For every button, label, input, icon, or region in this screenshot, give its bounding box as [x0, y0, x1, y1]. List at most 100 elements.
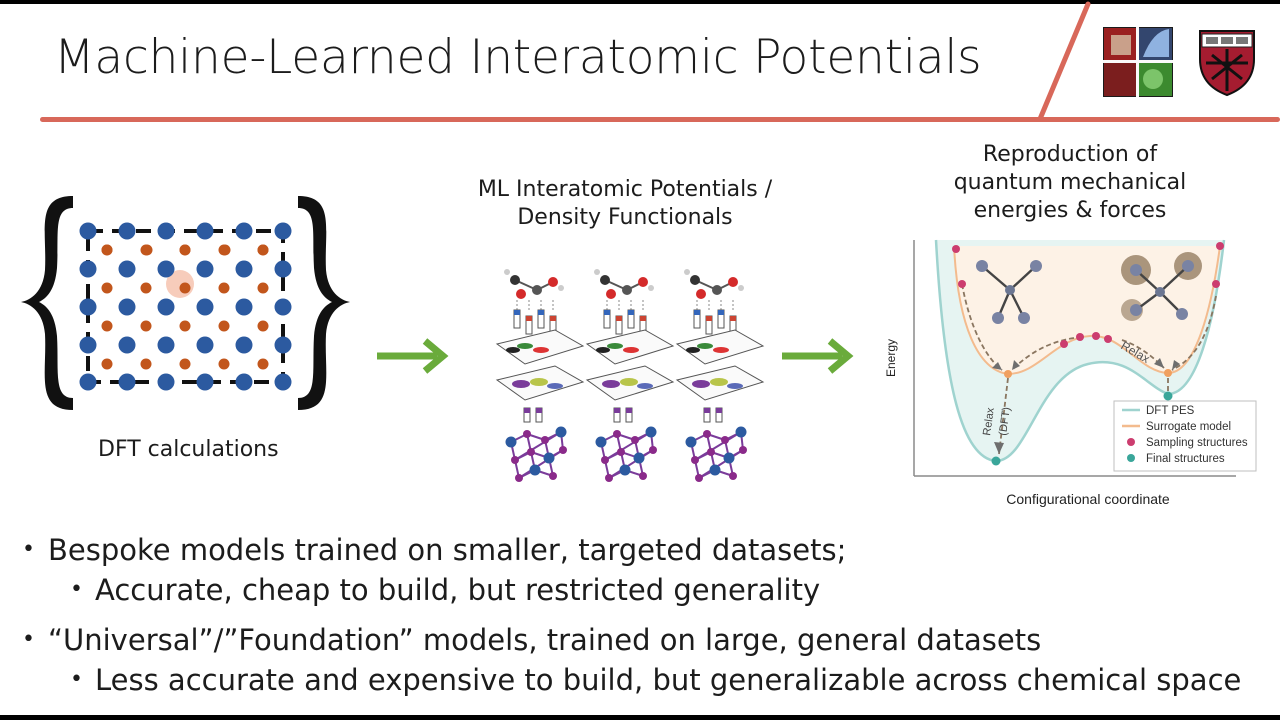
blue-atom — [79, 298, 97, 316]
orange-atom — [257, 358, 269, 370]
reproduction-label-line-3: energies & forces — [973, 198, 1167, 223]
reproduction-label: Reproduction of quantum mechanical energ… — [945, 141, 1195, 225]
blue-atom — [118, 260, 136, 278]
right-brace — [298, 196, 350, 410]
pes-plot: Energy Configurational coordinate Relax … — [884, 239, 1257, 507]
arrowhead-icon — [1012, 360, 1020, 370]
orange-atom — [140, 320, 152, 332]
bullet-icon: • — [22, 627, 35, 652]
orange-atom — [179, 244, 191, 256]
blue-atom — [235, 222, 253, 240]
dft-label: DFT calculations — [98, 437, 279, 462]
blue-atom — [157, 336, 175, 354]
ml-label-line-1: ML Interatomic Potentials / — [477, 177, 773, 202]
arrow-right-icon — [782, 338, 854, 374]
sampling-point — [1060, 340, 1068, 348]
molecule-icon — [976, 260, 1042, 324]
dft-pes-curve — [934, 239, 1226, 463]
blue-atom — [79, 222, 97, 240]
bullet-list: • Bespoke models trained on smaller, tar… — [20, 530, 1260, 700]
surrogate-minimum — [1004, 370, 1012, 378]
x-axis-label: Configurational coordinate — [1006, 491, 1170, 507]
accent-slash — [1037, 1, 1091, 122]
arrowhead-icon — [1172, 360, 1180, 370]
bullet-item: • “Universal”/”Foundation” models, train… — [20, 620, 1260, 660]
blue-atom — [274, 373, 292, 391]
orange-atom — [101, 358, 113, 370]
bullet-text: Less accurate and expensive to build, bu… — [95, 663, 1242, 697]
legend-swatch-sampling — [1127, 438, 1135, 446]
orange-atom — [179, 358, 191, 370]
dft-lattice-diagram — [21, 196, 350, 410]
bullet-subitem: • Less accurate and expensive to build, … — [20, 660, 1260, 700]
blue-atom — [118, 373, 136, 391]
sampling-structures — [952, 242, 1224, 348]
blue-atom — [118, 336, 136, 354]
relax-dft-label-2: (DFT) — [997, 406, 1013, 436]
sampling-point — [1076, 333, 1084, 341]
surrogate-minimum — [1164, 369, 1172, 377]
blue-atom — [235, 336, 253, 354]
slide-title: Machine-Learned Interatomic Potentials — [54, 30, 982, 85]
arrowhead-icon — [1154, 358, 1164, 368]
ml-column — [585, 269, 675, 482]
legend-surrogate: Surrogate model — [1146, 421, 1231, 433]
relax-dft-label-1: Relax — [981, 406, 997, 436]
sampling-point — [1104, 335, 1112, 343]
pes-legend: DFT PES Surrogate model Sampling structu… — [1113, 400, 1257, 472]
ml-label-line-2: Density Functionals — [517, 205, 733, 230]
harvard-shield-icon — [1199, 30, 1255, 97]
sampling-point — [1092, 332, 1100, 340]
blue-atom — [157, 222, 175, 240]
orange-atom — [140, 358, 152, 370]
reproduction-label-line-1: Reproduction of — [982, 142, 1158, 167]
orange-atoms — [101, 244, 269, 370]
ml-potential-illustration — [495, 269, 765, 482]
legend-swatch-final — [1127, 454, 1135, 462]
bullet-item: • Bespoke models trained on smaller, tar… — [20, 530, 1260, 570]
blue-atom — [157, 260, 175, 278]
institute-logo — [1103, 27, 1173, 97]
orange-atom — [257, 320, 269, 332]
bullet-icon: • — [70, 667, 83, 692]
blue-atom — [79, 260, 97, 278]
blue-atom — [79, 336, 97, 354]
orange-atom — [141, 244, 153, 256]
orange-atom — [179, 320, 191, 332]
legend-final: Final structures — [1146, 453, 1225, 465]
molecule-orbital-icon — [1121, 252, 1202, 321]
ml-column — [675, 269, 765, 482]
orange-atom — [257, 282, 269, 294]
title-underline — [40, 117, 1280, 122]
bullet-text: Accurate, cheap to build, but restricted… — [95, 573, 821, 607]
blue-atom — [235, 373, 253, 391]
arrow-right-icon — [377, 338, 449, 374]
orange-atom — [179, 282, 191, 294]
sampling-point — [1216, 242, 1224, 250]
orange-atom — [101, 282, 113, 294]
blue-atom — [157, 298, 175, 316]
blue-atom — [196, 373, 214, 391]
orange-atom — [219, 244, 231, 256]
legend-sampling: Sampling structures — [1146, 437, 1248, 449]
bullet-icon: • — [22, 537, 35, 562]
blue-atom — [79, 373, 97, 391]
final-structure-point — [991, 456, 1001, 466]
surrogate-fill — [954, 246, 1220, 374]
orange-atom — [257, 244, 269, 256]
sampling-point — [958, 280, 966, 288]
blue-atom — [118, 298, 136, 316]
blue-atom — [196, 260, 214, 278]
blue-atoms — [79, 222, 292, 391]
blue-atom — [196, 298, 214, 316]
blue-atom — [274, 222, 292, 240]
blue-atom — [274, 336, 292, 354]
ml-column — [495, 269, 585, 482]
blue-atom — [235, 298, 253, 316]
blue-atom — [196, 222, 214, 240]
orange-atom — [101, 320, 113, 332]
surrogate-curve — [953, 245, 1221, 376]
blue-atom — [274, 260, 292, 278]
blue-atom — [196, 336, 214, 354]
orange-atom — [140, 282, 152, 294]
